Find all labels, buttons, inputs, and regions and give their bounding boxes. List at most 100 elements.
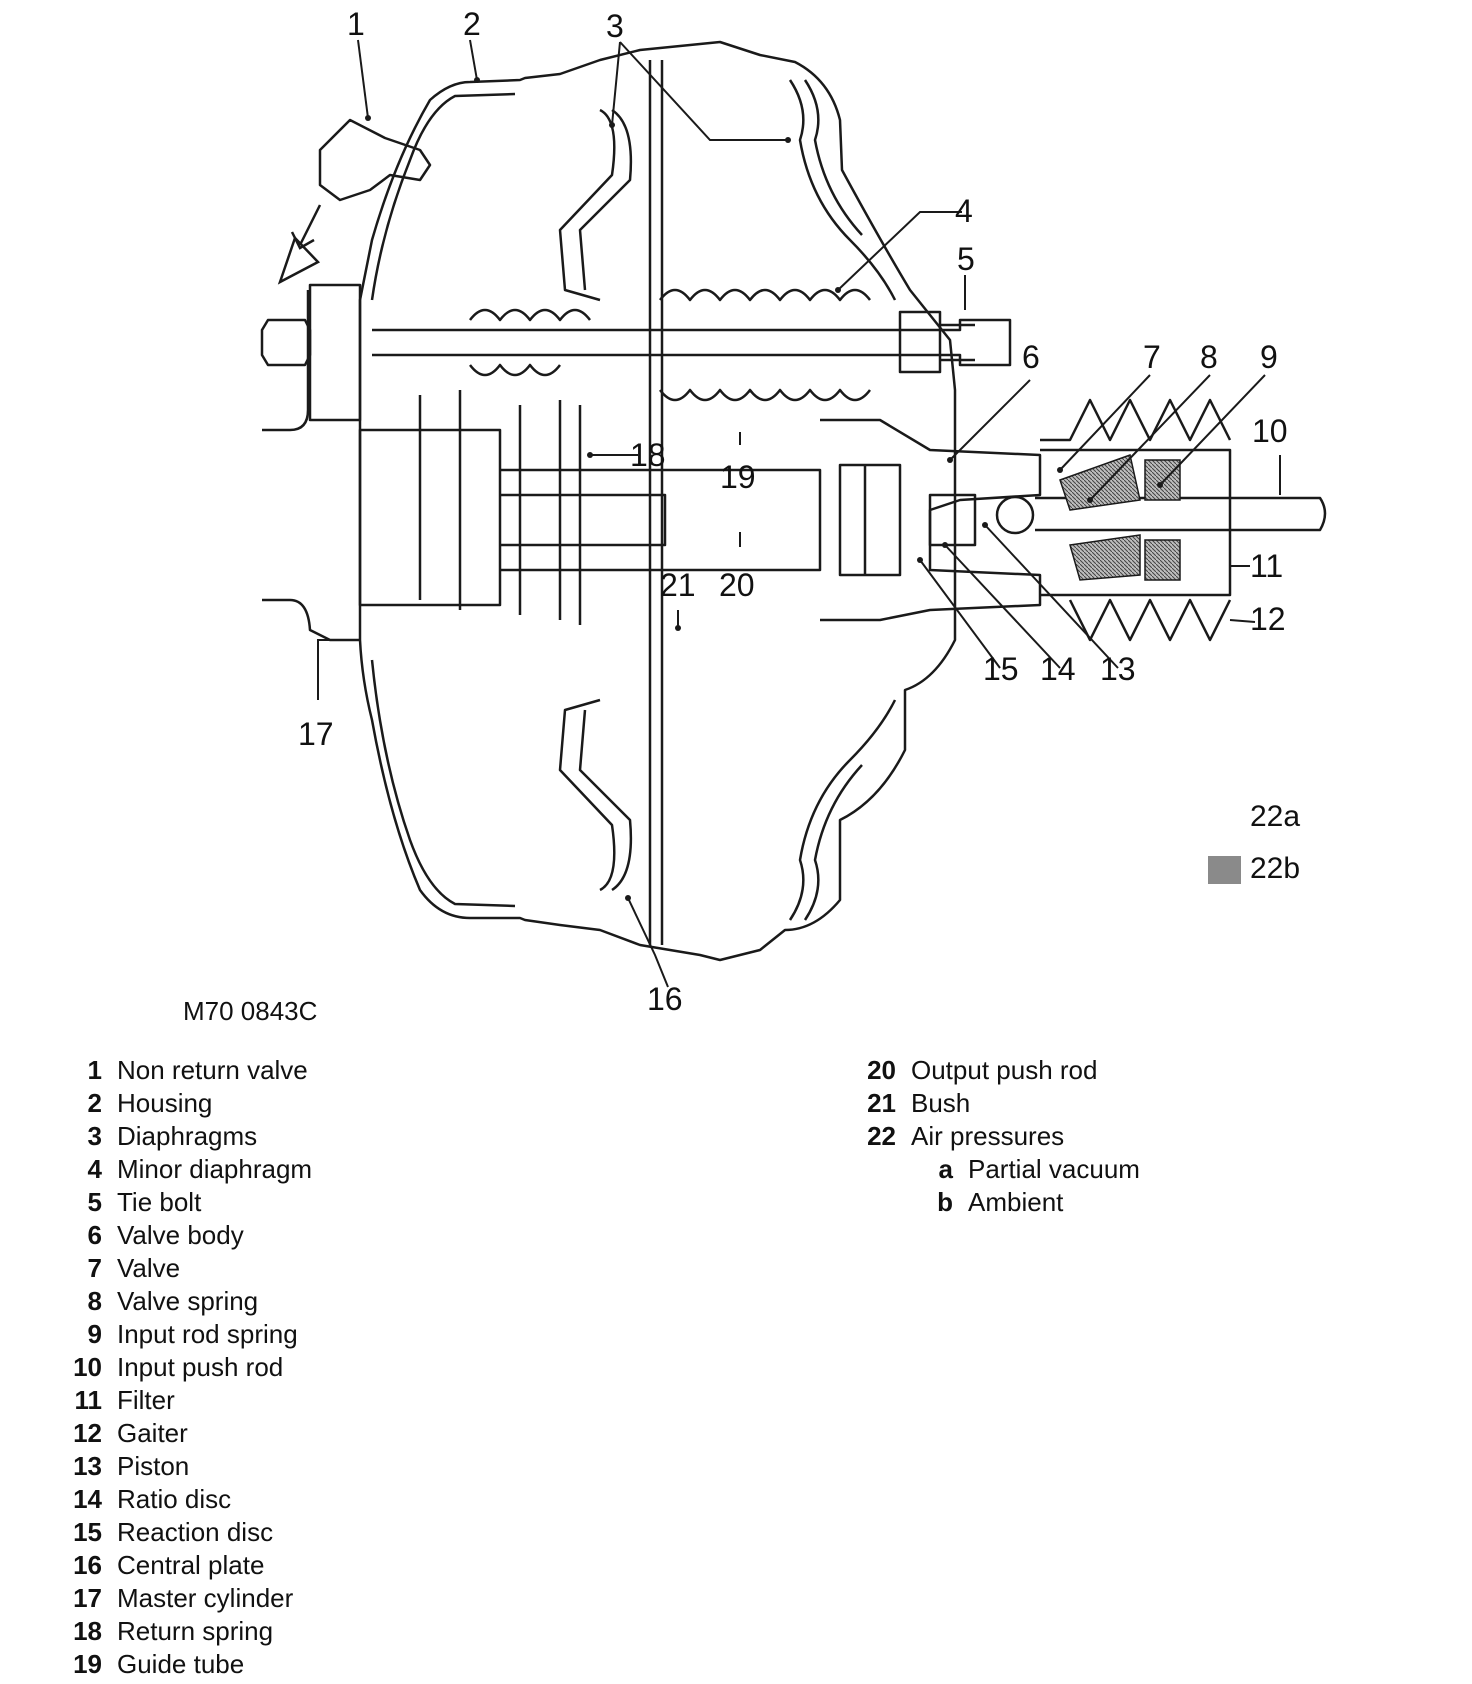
callout-17: 17 (298, 716, 334, 752)
legend-label: Tie bolt (117, 1187, 202, 1217)
legend-number: 18 (73, 1616, 102, 1646)
legend-item: 2 Housing (60, 1087, 312, 1120)
legend-label: Partial vacuum (968, 1154, 1140, 1184)
ambient-swatch (1208, 856, 1241, 884)
legend-number: 14 (73, 1484, 102, 1514)
legend-number: 7 (87, 1253, 102, 1283)
diaphragm-lower-rear (578, 709, 633, 892)
guide-tube (358, 428, 502, 607)
master-cylinder-flange-bottom (262, 598, 360, 642)
input-push-rod (1035, 496, 1327, 532)
legend-number: 4 (87, 1154, 102, 1184)
legend-number: 5 (87, 1187, 102, 1217)
legend-number: 15 (73, 1517, 102, 1547)
legend-label: Minor diaphragm (117, 1154, 313, 1184)
legend-subitem: a Partial vacuum (854, 1153, 1140, 1186)
housing-outline (358, 40, 957, 962)
key-partial-vacuum: 22a (1250, 800, 1301, 833)
callout-10: 10 (1252, 413, 1288, 449)
legend-number: 13 (73, 1451, 102, 1481)
leader-dots (365, 77, 1163, 901)
legend-item: 22 Air pressures (854, 1120, 1140, 1153)
legend-label: Return spring (117, 1616, 274, 1646)
legend-number: 1 (87, 1055, 102, 1085)
legend-number: 19 (73, 1649, 102, 1679)
callout-14: 14 (1040, 651, 1076, 687)
callout-9: 9 (1260, 339, 1278, 375)
minor-diaphragm-lower (469, 363, 871, 402)
legend-label: Valve body (117, 1220, 244, 1250)
master-cylinder-flange-top (262, 290, 310, 432)
legend-item: 12 Gaiter (60, 1417, 312, 1450)
diaphragm-lower-front (558, 698, 616, 892)
legend-item: 1 Non return valve (60, 1054, 312, 1087)
legend-label: Reaction disc (117, 1517, 274, 1547)
legend-number: 9 (87, 1319, 102, 1349)
legend-label: Output push rod (911, 1055, 1098, 1085)
callout-13: 13 (1100, 651, 1136, 687)
figure-code: M70 0843C (183, 996, 318, 1026)
airflow-arrow-head (277, 235, 321, 285)
non-return-valve (318, 118, 432, 202)
filter-housing (1040, 448, 1232, 597)
legend-label: Non return valve (117, 1055, 308, 1085)
leader-lines (317, 39, 1281, 988)
legend-label: Filter (117, 1385, 175, 1415)
legend-item: 21 Bush (854, 1087, 1140, 1120)
guide-tube-inner (500, 468, 822, 572)
callout-21: 21 (660, 567, 696, 603)
ball-joint (995, 495, 1035, 535)
callout-6: 6 (1022, 339, 1040, 375)
callout-11: 11 (1250, 548, 1283, 584)
brake-servo-diagram: 1 2 3 4 5 6 7 8 9 10 11 12 13 14 15 16 1… (260, 6, 1327, 1017)
legend-number: 2 (87, 1088, 102, 1118)
piston (928, 493, 977, 547)
legend-label: Guide tube (117, 1649, 245, 1679)
legend-number: a (938, 1154, 953, 1184)
return-spring (418, 390, 582, 625)
legend-label: Piston (117, 1451, 190, 1481)
legend-item: 13 Piston (60, 1450, 312, 1483)
callout-7: 7 (1143, 339, 1161, 375)
callout-19: 19 (720, 459, 756, 495)
legend-number: 16 (73, 1550, 102, 1580)
diaphragm-upper-outer2 (803, 79, 863, 236)
legend-label: Diaphragms (117, 1121, 258, 1151)
legend-number: 21 (867, 1088, 896, 1118)
legend-label: Bush (911, 1088, 971, 1118)
housing-inner-line-low (370, 659, 516, 908)
callout-4: 4 (955, 193, 973, 229)
legend-label: Gaiter (117, 1418, 188, 1448)
airflow-arrow (290, 204, 322, 250)
legend-number: 6 (87, 1220, 102, 1250)
tie-bolt (372, 318, 1012, 367)
callout-2: 2 (463, 6, 481, 42)
output-push-rod (500, 493, 667, 547)
callout-20: 20 (719, 567, 755, 603)
legend-label: Housing (117, 1088, 213, 1118)
legend-label: Input rod spring (117, 1319, 298, 1349)
legend-label: Air pressures (911, 1121, 1065, 1151)
gaiter-top (1040, 398, 1232, 442)
legend-number: 22 (867, 1121, 896, 1151)
master-cylinder-bolt (260, 318, 312, 367)
legend-item: 9 Input rod spring (60, 1318, 312, 1351)
legend-item: 19 Guide tube (60, 1648, 312, 1681)
callout-1: 1 (347, 6, 365, 42)
reaction-disc (838, 463, 902, 577)
legend-item: 15 Reaction disc (60, 1516, 312, 1549)
callout-12: 12 (1250, 601, 1286, 637)
legend-number: 12 (73, 1418, 102, 1448)
legend-item: 6 Valve body (60, 1219, 312, 1252)
callout-18: 18 (630, 437, 666, 473)
callout-3: 3 (606, 8, 624, 44)
callout-8: 8 (1200, 339, 1218, 375)
legend-item: 5 Tie bolt (60, 1186, 312, 1219)
